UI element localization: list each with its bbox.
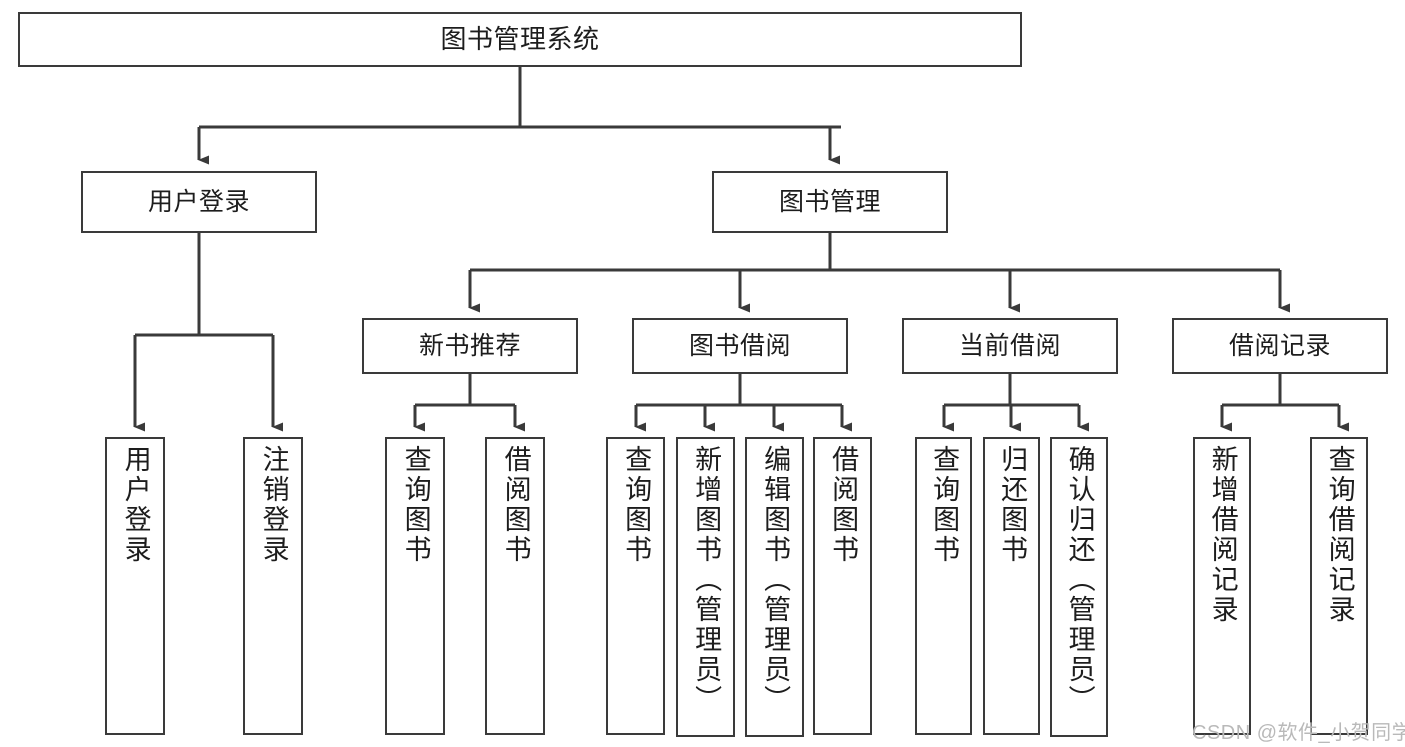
node-leaf-add-book-admin[interactable]: 新增图书（管理员） <box>676 437 735 737</box>
node-leaf-borrow-book[interactable]: 借阅图书 <box>813 437 872 735</box>
node-leaf-query-book-borrow-label: 查询图书 <box>621 445 652 565</box>
node-borrow-record-label: 借阅记录 <box>1228 331 1331 360</box>
node-new-book-recommend-label: 新书推荐 <box>418 331 521 360</box>
node-leaf-query-borrow-record-label: 查询借阅记录 <box>1324 445 1355 625</box>
node-leaf-return-book-label: 归还图书 <box>997 445 1028 565</box>
node-leaf-return-book[interactable]: 归还图书 <box>983 437 1040 735</box>
node-leaf-query-book-borrow[interactable]: 查询图书 <box>606 437 665 735</box>
node-leaf-confirm-return-admin[interactable]: 确认归还（管理员） <box>1050 437 1108 737</box>
node-root[interactable]: 图书管理系统 <box>18 12 1022 67</box>
node-leaf-add-borrow-record[interactable]: 新增借阅记录 <box>1193 437 1251 735</box>
node-leaf-query-book-current[interactable]: 查询图书 <box>915 437 972 735</box>
node-leaf-user-logout-label: 注销登录 <box>258 445 289 565</box>
node-book-borrow-label: 图书借阅 <box>688 331 791 360</box>
node-leaf-user-logout[interactable]: 注销登录 <box>243 437 303 735</box>
node-leaf-query-book-recommend[interactable]: 查询图书 <box>385 437 445 735</box>
node-root-label: 图书管理系统 <box>440 24 600 55</box>
node-leaf-borrow-book-label: 借阅图书 <box>828 445 859 565</box>
node-leaf-borrow-book-recommend-label: 借阅图书 <box>500 445 531 565</box>
node-leaf-query-book-recommend-label: 查询图书 <box>400 445 431 565</box>
node-leaf-user-login-label: 用户登录 <box>120 445 151 565</box>
node-leaf-user-login[interactable]: 用户登录 <box>105 437 165 735</box>
node-borrow-record[interactable]: 借阅记录 <box>1172 318 1388 374</box>
node-user-login-label: 用户登录 <box>147 187 250 216</box>
node-leaf-confirm-return-admin-label: 确认归还（管理员） <box>1064 445 1095 715</box>
node-current-borrow[interactable]: 当前借阅 <box>902 318 1118 374</box>
node-book-manage[interactable]: 图书管理 <box>712 171 948 233</box>
node-leaf-borrow-book-recommend[interactable]: 借阅图书 <box>485 437 545 735</box>
node-book-borrow[interactable]: 图书借阅 <box>632 318 848 374</box>
node-leaf-query-book-current-label: 查询图书 <box>929 445 960 565</box>
node-leaf-add-book-admin-label: 新增图书（管理员） <box>691 445 722 715</box>
node-current-borrow-label: 当前借阅 <box>958 331 1061 360</box>
node-user-login[interactable]: 用户登录 <box>81 171 317 233</box>
watermark: CSDN @软件_小贺同学 <box>1192 722 1405 744</box>
node-new-book-recommend[interactable]: 新书推荐 <box>362 318 578 374</box>
node-book-manage-label: 图书管理 <box>778 187 881 216</box>
node-leaf-edit-book-admin-label: 编辑图书（管理员） <box>760 445 791 715</box>
node-leaf-add-borrow-record-label: 新增借阅记录 <box>1207 445 1238 625</box>
node-leaf-query-borrow-record[interactable]: 查询借阅记录 <box>1310 437 1368 735</box>
node-leaf-edit-book-admin[interactable]: 编辑图书（管理员） <box>745 437 804 737</box>
